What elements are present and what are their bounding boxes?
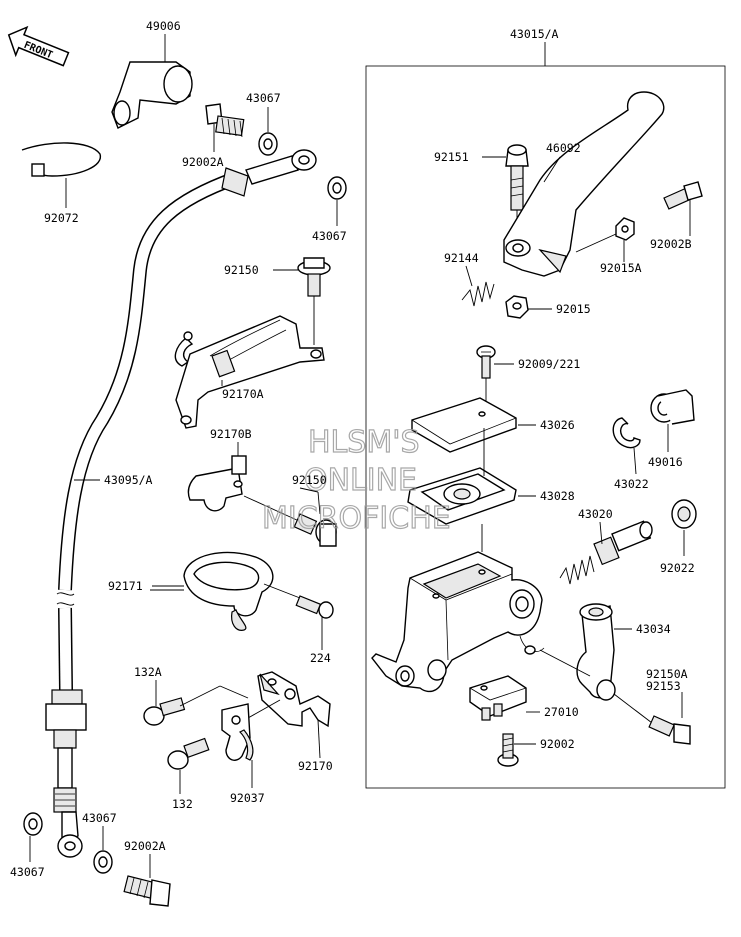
banjo-bolt-top (205, 103, 245, 152)
label-43028: 43028 (540, 489, 575, 503)
label-92072: 92072 (44, 211, 79, 225)
band-92072 (21, 142, 102, 208)
bolt-92150A (648, 692, 691, 745)
screw-92002 (497, 733, 536, 767)
label-43067-top: 43067 (246, 91, 281, 105)
watermark-line-1: HLSM'S (308, 425, 420, 460)
label-92153: 92153 (646, 679, 681, 693)
label-43022: 43022 (614, 477, 649, 491)
spring-92144 (461, 265, 495, 307)
label-43095A: 43095/A (104, 473, 153, 487)
master-cylinder-body (371, 524, 545, 693)
label-43020: 43020 (578, 507, 613, 521)
master-cylinder-assembly-box (365, 65, 726, 789)
label-92002A-top: 92002A (182, 155, 224, 169)
label-92170A: 92170A (222, 387, 264, 401)
label-92150-a: 92150 (224, 263, 259, 277)
switch-27010 (469, 675, 540, 721)
boot-49016 (650, 389, 695, 452)
label-27010: 27010 (544, 705, 579, 719)
bolt-132 (167, 737, 210, 794)
bolt-92002B (663, 181, 703, 236)
bolt-132A (143, 680, 249, 726)
piston-43020 (559, 520, 653, 585)
label-132A: 132A (134, 665, 162, 679)
label-92015: 92015 (556, 302, 591, 316)
bolt-92150-b (243, 491, 337, 547)
clamp-92170B (187, 442, 247, 512)
clamp-92037 (221, 703, 254, 788)
label-43015A: 43015/A (510, 27, 559, 41)
leader-lines (150, 487, 319, 591)
banjo-bolt-bottom (123, 854, 171, 907)
bolt-92150-a (273, 257, 331, 345)
label-92002: 92002 (540, 737, 575, 751)
label-49016: 49016 (648, 455, 683, 469)
label-92171: 92171 (108, 579, 143, 593)
front-arrow-icon: FRONT (7, 25, 70, 67)
lever-46092 (503, 91, 665, 277)
clamp-band-92171 (152, 551, 301, 631)
label-92144: 92144 (444, 251, 479, 265)
label-92002B: 92002B (650, 237, 692, 251)
watermark-line-2: ONLINE (304, 463, 417, 498)
label-46092: 46092 (546, 141, 581, 155)
label-92015A: 92015A (600, 261, 642, 275)
clamp-92170 (247, 671, 331, 759)
watermark-line-3: MICROFICHE (262, 501, 451, 536)
label-92170B: 92170B (210, 427, 252, 441)
label-49006: 49006 (146, 19, 181, 33)
label-43067-bottom-left: 43067 (10, 865, 45, 879)
label-92002A-bottom: 92002A (124, 839, 166, 853)
label-132: 132 (172, 797, 193, 811)
label-92150-b: 92150 (292, 473, 327, 487)
part-labels: 49006 43067 92002A 92072 43067 92150 921… (10, 19, 695, 879)
label-43034: 43034 (636, 622, 671, 636)
bolt-92151 (482, 144, 529, 232)
label-92022: 92022 (660, 561, 695, 575)
clamp-92170A (174, 315, 325, 429)
diaphragm-43028 (407, 428, 536, 525)
label-224: 224 (310, 651, 331, 665)
holder-43034 (539, 603, 657, 727)
nut-92015A (575, 217, 635, 262)
label-92037: 92037 (230, 791, 265, 805)
nut-92015 (505, 295, 552, 319)
cap-43026 (411, 397, 536, 453)
label-92009-221: 92009/221 (518, 357, 580, 371)
label-43026: 43026 (540, 418, 575, 432)
label-92150A: 92150A (646, 667, 688, 681)
boot-49006 (111, 34, 193, 129)
brake-hose (45, 149, 317, 858)
label-92151: 92151 (434, 150, 469, 164)
label-43067-mid: 43067 (312, 229, 347, 243)
label-92170: 92170 (298, 759, 333, 773)
watermark: HLSM'S ONLINE MICROFICHE (261, 424, 451, 536)
circlip-43022 (612, 417, 641, 475)
label-43067-bottom-mid: 43067 (82, 811, 117, 825)
screw-224 (295, 595, 334, 650)
